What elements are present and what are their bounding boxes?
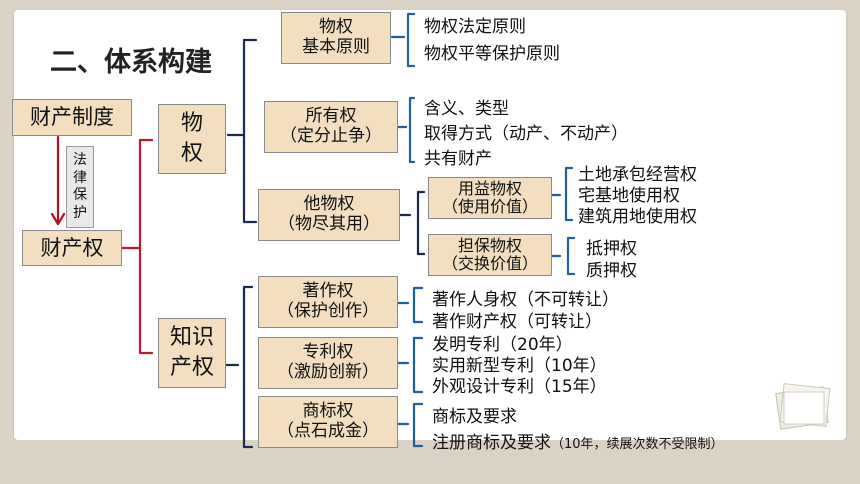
node-caichan-zhidu: 财产制度 [12, 99, 132, 136]
zhuanli-item: 发明专利（20年） [432, 335, 573, 355]
node-wuquan-jiben-yuanze: 物权 基本原则 [281, 12, 391, 64]
node-zhuzuoquan: 著作权 （保护创作） [258, 276, 398, 328]
node-danbao-wuquan: 担保物权 （交换价值） [428, 234, 552, 276]
principle-item: 物权平等保护原则 [424, 44, 560, 64]
yongyi-item: 宅基地使用权 [578, 186, 680, 206]
paper-stack-icon [775, 383, 831, 430]
yongyi-item: 土地承包经营权 [578, 165, 697, 185]
arrow-label-char: 律 [73, 169, 87, 186]
root-arrow-head [50, 212, 66, 226]
node-shangbiaoquan: 商标权 （点石成金） [258, 396, 398, 448]
danbao-item: 抵押权 [586, 239, 637, 259]
slide-card [14, 10, 846, 440]
arrow-label-char: 保 [73, 187, 87, 203]
shangbiao-note: （10年，续展次数不受限制） [551, 437, 724, 452]
node-yongyi-wuquan: 用益物权 （使用价值） [428, 177, 552, 219]
zhuzuo-item: 著作财产权（可转让） [432, 312, 602, 332]
shangbiao-item: 注册商标及要求（10年，续展次数不受限制） [432, 428, 724, 453]
suoyou-item: 含义、类型 [424, 99, 509, 119]
navy-bracket-zhishi [242, 285, 254, 449]
shangbiao-item-text: 注册商标及要求 [432, 433, 551, 453]
zhuanli-item: 实用新型专利（10年） [432, 356, 607, 376]
arrow-label-char: 法 [73, 152, 87, 168]
page-title: 二、体系构建 [50, 47, 212, 78]
suoyou-item: 取得方式（动产、不动产） [424, 124, 628, 144]
node-caichanquan: 财产权 [22, 230, 122, 266]
blue-bracket-shangbiao [412, 402, 424, 448]
shangbiao-item: 商标及要求 [432, 407, 517, 427]
node-tawuquan: 他物权 （物尽其用） [258, 189, 400, 241]
footer-band [0, 440, 860, 484]
blue-bracket-zhuzuo [412, 286, 424, 324]
navy-bracket-tawu [416, 190, 426, 256]
blue-bracket-suoyou [408, 96, 416, 164]
node-zhishi-chanquan: 知识 产权 [158, 318, 226, 388]
arrow-label-char: 护 [73, 204, 87, 221]
zhuanli-item: 外观设计专利（15年） [432, 377, 607, 397]
blue-bracket-principle [406, 12, 416, 68]
red-bracket [138, 138, 154, 355]
danbao-item: 质押权 [586, 261, 637, 281]
principle-item: 物权法定原则 [424, 17, 526, 37]
arrow-label-falv-baohu: 法 律 保 护 [66, 146, 94, 228]
blue-bracket-zhuanli [412, 336, 424, 394]
node-wuquan: 物 权 [158, 104, 226, 174]
blue-bracket-danbao [566, 236, 576, 276]
node-suoyouquan: 所有权 （定分止争） [264, 101, 398, 153]
yongyi-item: 建筑用地使用权 [578, 207, 697, 227]
blue-bracket-yongyi [564, 166, 574, 222]
node-zhuanliquan: 专利权 （激励创新） [258, 337, 398, 389]
zhuzuo-item: 著作人身权（不可转让） [432, 290, 619, 310]
suoyou-item: 共有财产 [424, 149, 492, 169]
navy-bracket-wuquan [242, 38, 258, 224]
